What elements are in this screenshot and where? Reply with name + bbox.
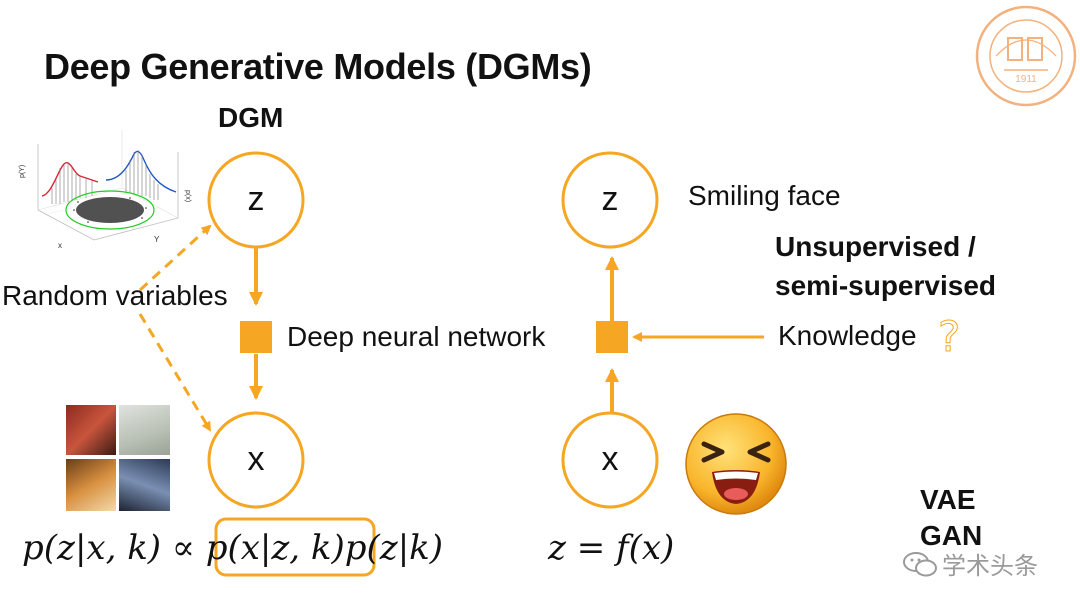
dashed-edge-to-x	[138, 313, 212, 432]
node-z-left	[207, 151, 305, 249]
node-x-right	[561, 411, 659, 509]
semi-supervised-label: semi-supervised	[775, 270, 996, 301]
question-icon: ?	[937, 312, 961, 362]
formula-left-boxed: p(x|z, k)	[205, 528, 345, 568]
node-z-right-label: z	[601, 180, 619, 218]
gan-label: GAN	[920, 520, 983, 551]
university-logo: 1911	[975, 5, 1077, 107]
wechat-icon	[903, 551, 937, 576]
dnn-square-left	[240, 321, 272, 353]
density-plot-image: p(Y) p(x) x Y	[19, 130, 191, 250]
plot-x-label: x	[58, 241, 62, 250]
node-z-right	[561, 151, 659, 249]
formula-highlight-box	[214, 517, 376, 577]
node-x-left-label: x	[247, 440, 265, 478]
plot-right-label: p(x)	[184, 190, 191, 202]
dnn-square-right	[596, 321, 628, 353]
random-variables-label: Random variables	[2, 280, 228, 311]
formula-left-part-b: p(z|k)	[344, 528, 444, 568]
node-x-left	[207, 411, 305, 509]
laughing-face-icon	[685, 413, 787, 515]
deep-neural-network-label: Deep neural network	[287, 321, 546, 352]
plot-z-label: p(Y)	[19, 165, 26, 178]
formula-left: p(z|x, k) ∝ p(x|z, k)p(z|k)	[22, 528, 443, 568]
smiling-face-label: Smiling face	[688, 180, 841, 211]
unsupervised-label: Unsupervised /	[775, 231, 976, 262]
dgm-label: DGM	[218, 102, 284, 133]
plot-y-label: Y	[154, 235, 160, 244]
slide-title: Deep Generative Models (DGMs)	[44, 46, 592, 87]
watermark: 学术头条	[902, 546, 1038, 581]
vae-label: VAE	[920, 484, 976, 515]
logo-year: 1911	[1015, 74, 1037, 85]
watermark-text: 学术头条	[942, 552, 1038, 580]
node-x-right-label: x	[601, 440, 619, 478]
formula-right: z = f(x)	[548, 528, 675, 568]
knowledge-label: Knowledge	[778, 320, 917, 351]
node-z-left-label: z	[247, 180, 265, 218]
formula-left-part-a: p(z|x, k) ∝	[22, 528, 206, 568]
bedroom-photos-image	[66, 405, 170, 511]
